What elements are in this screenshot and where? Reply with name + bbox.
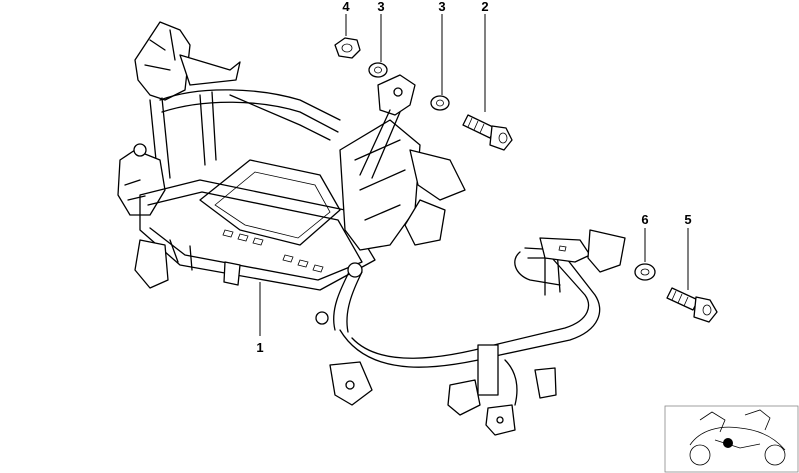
lower-tube-frame[interactable]	[329, 229, 626, 436]
callout-4: 4	[342, 0, 350, 14]
main-frame[interactable]	[117, 21, 466, 333]
bolt-part-5[interactable]	[666, 287, 718, 323]
washer-part-6[interactable]	[634, 263, 656, 281]
callout-3-upper: 3	[377, 0, 384, 14]
leader-lines	[259, 14, 689, 336]
location-marker-dot	[723, 438, 733, 448]
washer-part-3-upper[interactable]	[368, 62, 388, 78]
callout-3-lower: 3	[438, 0, 445, 14]
nut-part-4[interactable]	[334, 37, 361, 59]
callout-5: 5	[684, 212, 691, 227]
callout-labels: 4 3 3 2 6 5 1	[256, 0, 691, 355]
callout-2: 2	[481, 0, 488, 14]
locator-thumbnail	[664, 405, 799, 473]
callout-1: 1	[256, 340, 263, 355]
bolt-part-2[interactable]	[462, 114, 513, 151]
washer-part-3-lower[interactable]	[430, 95, 450, 111]
upper-bracket-plate[interactable]	[359, 74, 416, 179]
motorcycle-silhouette-icon	[689, 409, 786, 466]
callout-6: 6	[641, 212, 648, 227]
